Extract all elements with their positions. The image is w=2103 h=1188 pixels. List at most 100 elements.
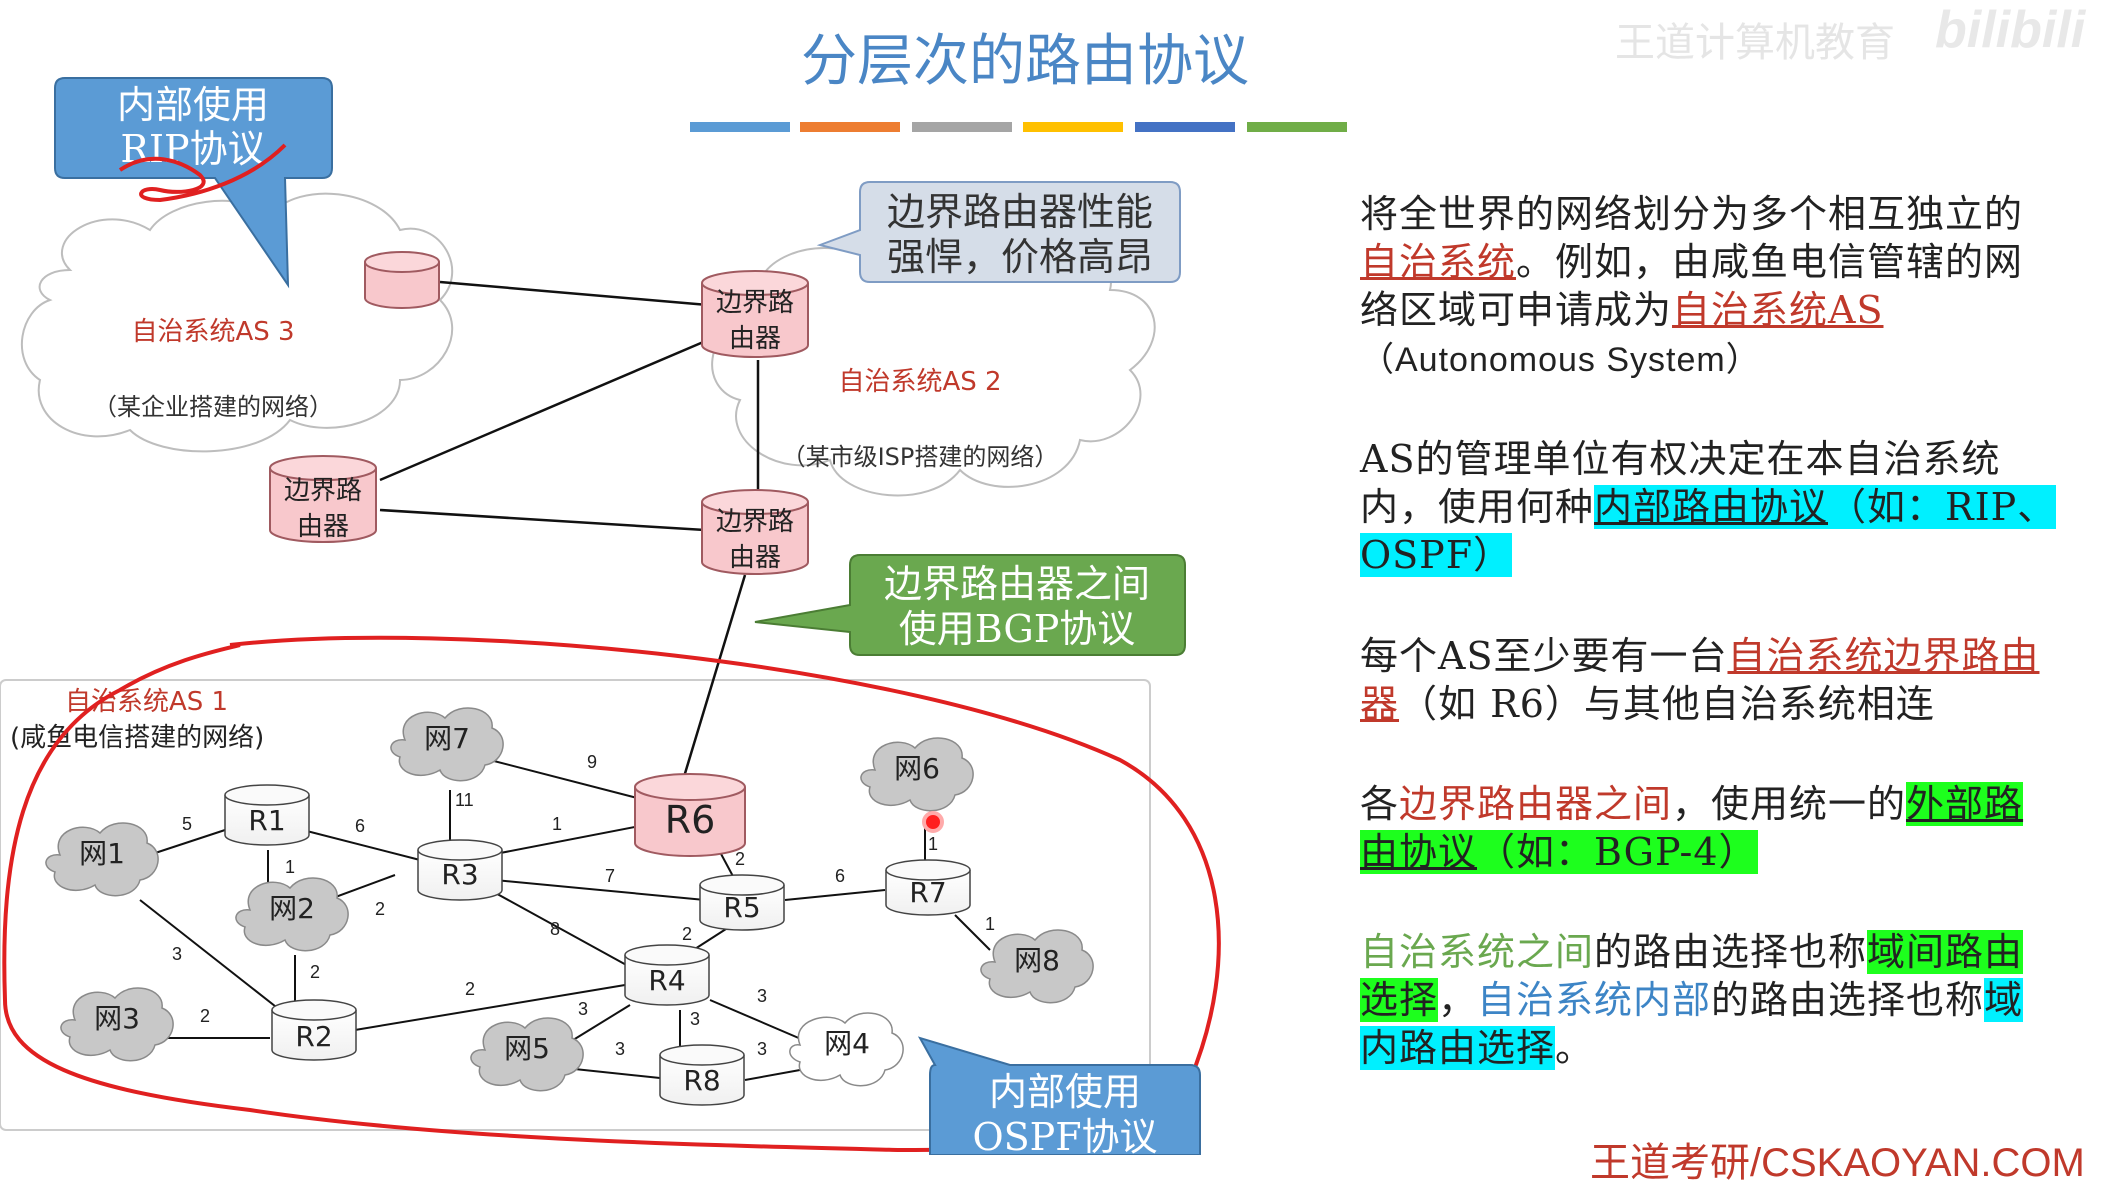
weight-r1-w2: 1 — [285, 857, 295, 877]
network-w5-label: 网5 — [504, 1032, 550, 1065]
as3-name: 自治系统AS 3 — [131, 317, 294, 347]
network-w4-label: 网4 — [824, 1027, 870, 1060]
as2-name: 自治系统AS 2 — [838, 367, 1001, 397]
p5-h: 。 — [1555, 1026, 1595, 1070]
title-bar-1 — [690, 122, 790, 132]
network-w3-cloud — [60, 987, 174, 1062]
router-r1: R1 — [224, 784, 310, 846]
callout-border-perf-line1: 边界路由器性能 — [887, 190, 1153, 234]
paragraph-4: 各边界路由器之间，使用统一的外部路由协议（如：BGP-4） — [1360, 780, 2060, 876]
weight-r4-w4: 3 — [757, 986, 767, 1006]
callout-border-performance: 边界路由器性能 强悍，价格高昂 — [816, 181, 1181, 283]
router-r4: R4 — [624, 944, 710, 1006]
callout-rip: 内部使用 RIP协议 — [54, 77, 333, 289]
callout-bgp: 边界路由器之间 使用BGP协议 — [754, 554, 1186, 656]
network-w2-cloud — [235, 877, 349, 952]
as2-border-router-top-label-2: 由器 — [729, 324, 781, 354]
p5-e: 自治系统内部 — [1477, 978, 1712, 1022]
router-r5-label: R5 — [723, 891, 760, 924]
weight-w7-r3: 11 — [455, 790, 474, 810]
router-r7-label: R7 — [909, 876, 946, 909]
p2-b: 内部路由协议 — [1594, 485, 1829, 529]
p3-b: 自治系统边界路由器 — [1360, 634, 2040, 726]
as3-small-router — [364, 251, 440, 309]
callout-ospf-line2: OSPF协议 — [972, 1115, 1157, 1155]
as-routing-diagram: 分层次的路由协议 自治系统AS 3 （某企业搭建的网络） 自治系统AS 2 （某… — [0, 29, 1347, 1155]
title-bar-2 — [800, 122, 900, 132]
weight-r5-r7: 6 — [835, 866, 845, 886]
weight-w5-r8: 3 — [615, 1039, 625, 1059]
router-r6-label: R6 — [665, 798, 716, 842]
router-r6: R6 — [634, 773, 746, 857]
weight-r4-r8: 3 — [690, 1009, 700, 1029]
router-r2: R2 — [271, 999, 357, 1061]
network-w7-cloud — [390, 707, 504, 782]
weight-w3-r2: 2 — [200, 1006, 210, 1026]
as3-border-router-label-2: 由器 — [297, 512, 349, 542]
bilibili-logo: bilibili — [1935, 1, 2086, 59]
weight-w1-r1: 5 — [182, 814, 192, 834]
callout-bgp-line1: 边界路由器之间 — [884, 562, 1150, 606]
weight-r5-r4: 2 — [682, 924, 692, 944]
network-w3-label: 网3 — [94, 1002, 140, 1035]
p2-a: AS的管理单位有权决定在本自治系统内，使用何种 — [1360, 437, 2001, 529]
weight-r1-r3: 6 — [355, 816, 365, 836]
as1-name: 自治系统AS 1 — [65, 687, 228, 717]
weight-r8-w4: 3 — [757, 1039, 767, 1059]
paragraph-1: 将全世界的网络划分为多个相互独立的自治系统。例如，由咸鱼电信管辖的网络区域可申请… — [1360, 190, 2060, 384]
router-r8: R8 — [659, 1044, 745, 1106]
weight-r3-r5: 7 — [605, 866, 615, 886]
p4-a: 各 — [1360, 782, 1400, 826]
callout-ospf-line1: 内部使用 — [989, 1070, 1141, 1114]
as3-cloud — [21, 192, 454, 453]
red-scribble — [118, 143, 287, 203]
watermark-text: 王道计算机教育 — [1615, 21, 1895, 65]
weight-r3-r4: 8 — [550, 919, 560, 939]
weight-r2-r4: 2 — [465, 979, 475, 999]
network-w5-cloud — [470, 1017, 584, 1092]
as1-desc: (咸鱼电信搭建的网络) — [10, 723, 264, 753]
title-bar-3 — [912, 122, 1012, 132]
router-r3: R3 — [417, 839, 503, 901]
callout-ospf: 内部使用 OSPF协议 — [917, 1036, 1201, 1155]
p4-c: ，使用统一的 — [1672, 782, 1907, 826]
p4-e: （如：BGP-4） — [1477, 830, 1758, 874]
title-bar-5 — [1135, 122, 1235, 132]
paragraph-3: 每个AS至少要有一台自治系统边界路由器（如 R6）与其他自治系统相连 — [1360, 632, 2060, 728]
router-r2-label: R2 — [295, 1020, 332, 1053]
as3-border-router-label-1: 边界路 — [284, 476, 362, 506]
p3-c: （如 R6）与其他自治系统相连 — [1399, 682, 1935, 726]
p1-e: （Autonomous System） — [1360, 341, 1761, 379]
p3-a: 每个AS至少要有一台 — [1360, 634, 1728, 678]
network-w4-cloud — [789, 1012, 904, 1087]
p5-f: 的路由选择也称 — [1711, 978, 1985, 1022]
weight-w7-r6: 9 — [587, 752, 597, 772]
weight-w1-r2: 3 — [172, 944, 182, 964]
as3-border-router: 边界路 由器 — [269, 455, 377, 543]
network-w7-label: 网7 — [424, 722, 470, 755]
router-r4-label: R4 — [648, 964, 685, 997]
as2-desc: （某市级ISP搭建的网络） — [782, 443, 1059, 471]
weight-r7-w8: 1 — [985, 914, 995, 934]
router-r5: R5 — [699, 874, 785, 931]
title-bar-4 — [1023, 122, 1123, 132]
as2-border-router-bottom-label-2: 由器 — [729, 543, 781, 573]
p1-b: 自治系统 — [1360, 240, 1517, 284]
red-annotation-circle — [2, 635, 1221, 1153]
title-color-bars — [690, 122, 1347, 132]
weight-r4-w5: 3 — [578, 999, 588, 1019]
weight-w2-r2: 2 — [310, 962, 320, 982]
as2-border-router-top-label-1: 边界路 — [716, 288, 794, 318]
p5-b: 的路由选择也称 — [1594, 930, 1868, 974]
weight-r3-r6: 1 — [552, 814, 562, 834]
callout-border-perf-line2: 强悍，价格高昂 — [887, 235, 1153, 279]
callout-bgp-line2: 使用BGP协议 — [899, 607, 1136, 651]
p1-d: 自治系统AS — [1672, 288, 1884, 332]
network-w2-label: 网2 — [269, 892, 315, 925]
laser-pointer-dot — [922, 811, 944, 833]
router-r1-label: R1 — [248, 804, 285, 837]
router-r7: R7 — [885, 859, 971, 916]
router-r8-label: R8 — [683, 1064, 720, 1097]
network-w1-cloud — [45, 822, 159, 897]
p5-d: ， — [1438, 978, 1478, 1022]
